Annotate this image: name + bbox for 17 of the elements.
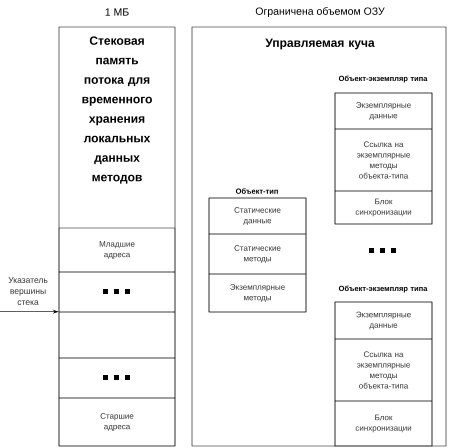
edge-label: Указатель вершины стека (8, 277, 48, 305)
memory-cell: Младшие адреса (58, 228, 176, 272)
heap-title: Управляемая куча (265, 38, 375, 50)
object-field: Блок синхронизации (334, 400, 432, 446)
object-field: Статические методы (208, 234, 306, 274)
memory-cell (58, 312, 176, 358)
object-field: Ссылка на экземплярные методы объекта-типа (334, 338, 432, 402)
object-field: Статические данные (208, 198, 306, 234)
stack-title: Стековая память потока для временного хранения локальных данных методов (82, 36, 152, 184)
memory-cell: Старшие адреса (58, 398, 176, 446)
column-heading: 1 МБ (106, 8, 129, 16)
object-field: Блок синхронизации (334, 190, 432, 224)
object-field: Экземплярные данные (334, 92, 432, 130)
object-field: Экземплярные методы (208, 274, 306, 312)
object-field: Ссылка на экземплярные методы объекта-типа (334, 128, 432, 192)
column-heading: Ограничена объемом ОЗУ (256, 7, 385, 17)
object-field: Экземплярные данные (334, 302, 432, 340)
